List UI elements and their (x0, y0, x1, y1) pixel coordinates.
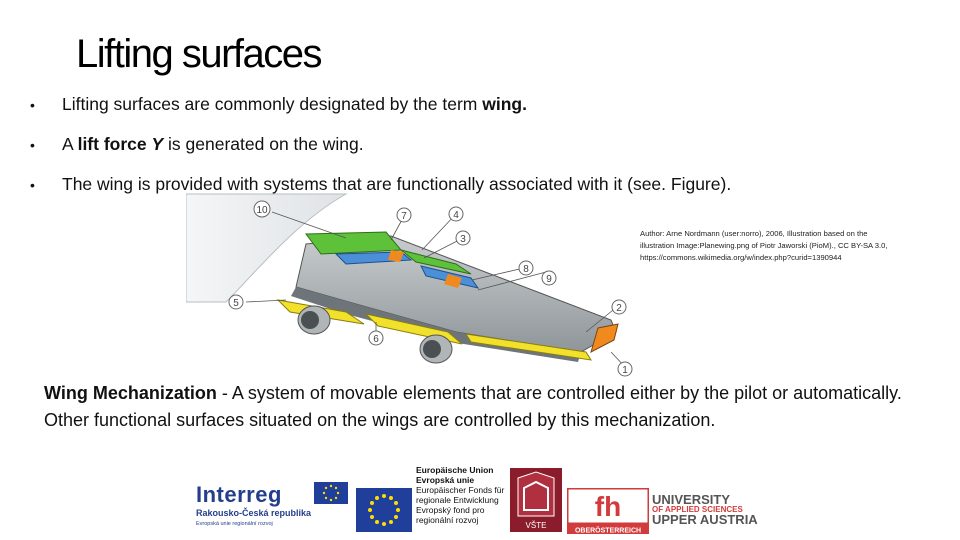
bullet-text: is generated on the wing. (163, 134, 364, 154)
bullet-item: • A lift force Y is generated on the wing… (28, 132, 731, 172)
fh-mark: fh (595, 491, 621, 522)
eu-line: Europäischer Fonds für (416, 485, 505, 495)
eu-flag-icon (356, 488, 412, 532)
callout-5: 5 (233, 298, 239, 309)
callout-2: 2 (616, 303, 622, 314)
bullet-text: Lifting surfaces are commonly designated… (62, 94, 483, 114)
fh-logo-icon: fh OBERÖSTERREICH (567, 488, 649, 534)
wing-illustration: 1 2 3 4 5 6 7 8 9 10 (186, 193, 633, 377)
uni-line1: UNIVERSITY (652, 492, 731, 507)
orange-tab-2 (444, 274, 462, 288)
bullet-dot: • (30, 177, 35, 193)
bullet-bold-italic-text: Y (151, 134, 164, 154)
callout-3: 3 (460, 234, 466, 245)
yellow-slat-3 (465, 333, 592, 361)
bullet-dot: • (30, 137, 35, 153)
interreg-logo: Interreg Rakousko-Česká republika Evrops… (190, 480, 350, 532)
slide-title: Lifting surfaces (76, 32, 323, 76)
callout-1: 1 (622, 365, 628, 376)
callout-7: 7 (401, 211, 407, 222)
winglet (590, 323, 619, 353)
fh-sub: OBERÖSTERREICH (575, 526, 641, 535)
bullet-dot: • (30, 97, 35, 113)
bullet-list: • Lifting surfaces are commonly designate… (28, 92, 731, 212)
uni-line3: UPPER AUSTRIA (652, 512, 758, 527)
orange-tab (388, 250, 404, 262)
image-credit: Author: Arne Nordmann (user:norro), 2006… (640, 229, 888, 262)
green-flap (305, 231, 403, 255)
uni-line2: OF APPLIED SCIENCES (652, 505, 743, 514)
bullet-item: • Lifting surfaces are commonly designate… (28, 92, 731, 132)
eu-line: regionale Entwicklung (416, 495, 499, 505)
bullet-text: The wing is provided with systems that a… (62, 174, 732, 194)
eu-fund-text: Europäische Union Evropská unie Europäis… (416, 465, 516, 525)
interreg-small: Evropská unie regionální rozvoj (196, 521, 273, 527)
callout-9: 9 (546, 274, 552, 285)
callout-8: 8 (523, 264, 529, 275)
vste-label: VŠTE (526, 521, 547, 530)
bullet-text: A (62, 134, 78, 154)
bullet-bold-text: wing. (482, 94, 527, 114)
callout-4: 4 (453, 210, 459, 221)
mechanization-paragraph: Wing Mechanization - A system of movable… (44, 380, 944, 434)
bullet-bold-text: lift force (77, 134, 152, 154)
eu-flag-small-icon (314, 482, 348, 504)
callout-10: 10 (256, 205, 268, 216)
bullet-item: • The wing is provided with systems that … (28, 172, 731, 212)
eu-line: Evropský fond pro (416, 505, 485, 515)
eu-line: Evropská unie (416, 475, 475, 485)
mechanization-text: - A system of movable elements that are … (44, 383, 902, 430)
mechanization-term: Wing Mechanization (44, 383, 217, 403)
university-logo: UNIVERSITY OF APPLIED SCIENCES UPPER AUS… (652, 492, 758, 527)
vste-logo-icon: VŠTE (510, 468, 562, 532)
green-aileron (400, 249, 472, 275)
eu-line: Europäische Union (416, 465, 494, 475)
fuselage (186, 193, 348, 303)
interreg-name: Interreg (196, 482, 282, 507)
eu-line: regionální rozvoj (416, 515, 479, 525)
callout-6: 6 (373, 334, 379, 345)
interreg-sub: Rakousko-Česká republika (196, 508, 312, 518)
